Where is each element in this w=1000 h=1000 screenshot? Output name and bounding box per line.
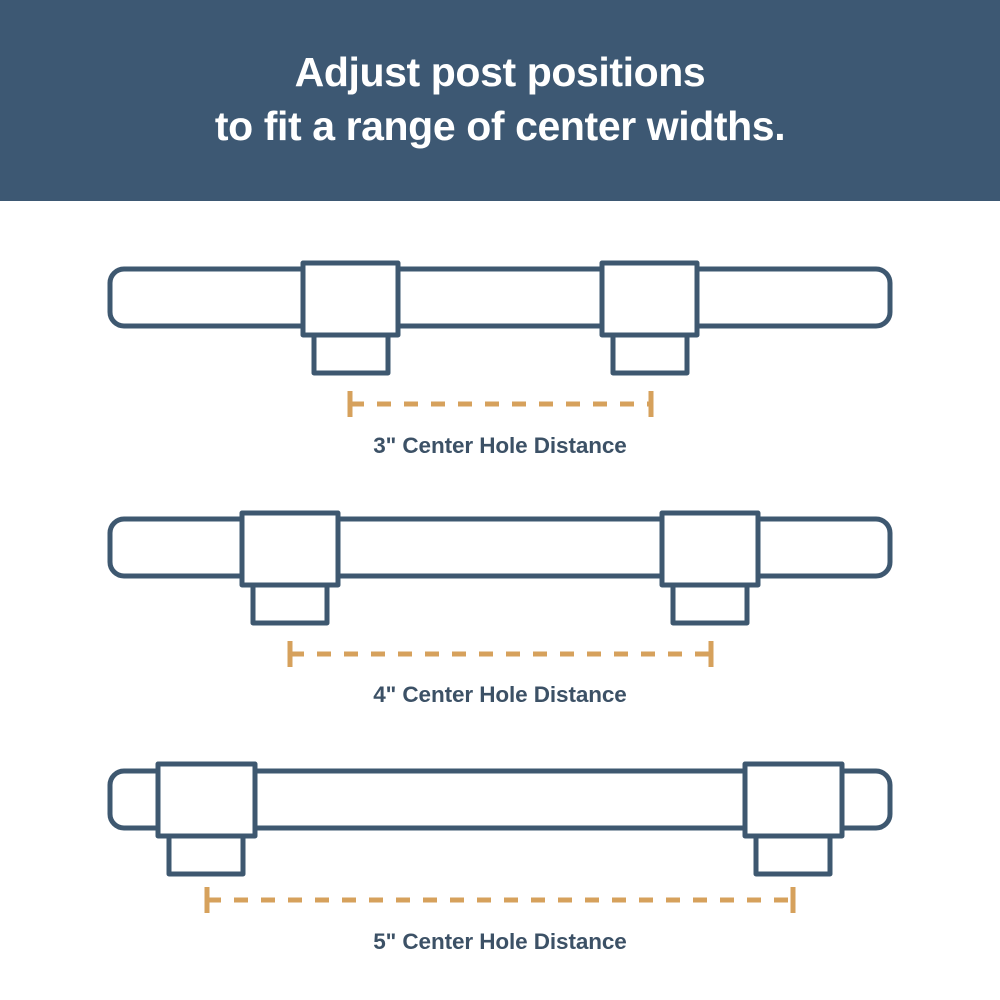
diagram-area: 3" Center Hole Distance 4" Center Hole Di…: [0, 201, 1000, 1000]
handle-bar: [107, 768, 893, 831]
post-block-left: [155, 761, 258, 839]
header-banner: Adjust post positions to fit a range of …: [0, 0, 1000, 201]
post-block-left: [300, 260, 401, 338]
header-title-line-1: Adjust post positions: [294, 48, 706, 95]
post-foot-left: [166, 833, 246, 877]
post-block-right: [742, 761, 845, 839]
post-foot-right: [610, 332, 690, 376]
post-foot-left: [250, 582, 330, 626]
handle-diagram-4in: 4" Center Hole Distance: [107, 510, 893, 707]
post-foot-right: [670, 582, 750, 626]
post-block-left: [239, 510, 341, 588]
post-foot-left: [311, 332, 391, 376]
diagram-caption: 4" Center Hole Distance: [373, 682, 626, 707]
handle-bar: [107, 516, 893, 579]
handle-diagram-3in: 3" Center Hole Distance: [107, 260, 893, 458]
header-title-line-2: to fit a range of center widths.: [214, 102, 786, 149]
diagram-caption: 3" Center Hole Distance: [373, 433, 626, 458]
post-block-right: [659, 510, 761, 588]
handle-bar: [107, 266, 893, 329]
handle-diagrams-svg: 3" Center Hole Distance 4" Center Hole Di…: [107, 260, 893, 954]
diagram-caption: 5" Center Hole Distance: [373, 929, 626, 954]
handle-diagram-5in: 5" Center Hole Distance: [107, 761, 893, 954]
post-block-right: [599, 260, 700, 338]
post-foot-right: [753, 833, 833, 877]
